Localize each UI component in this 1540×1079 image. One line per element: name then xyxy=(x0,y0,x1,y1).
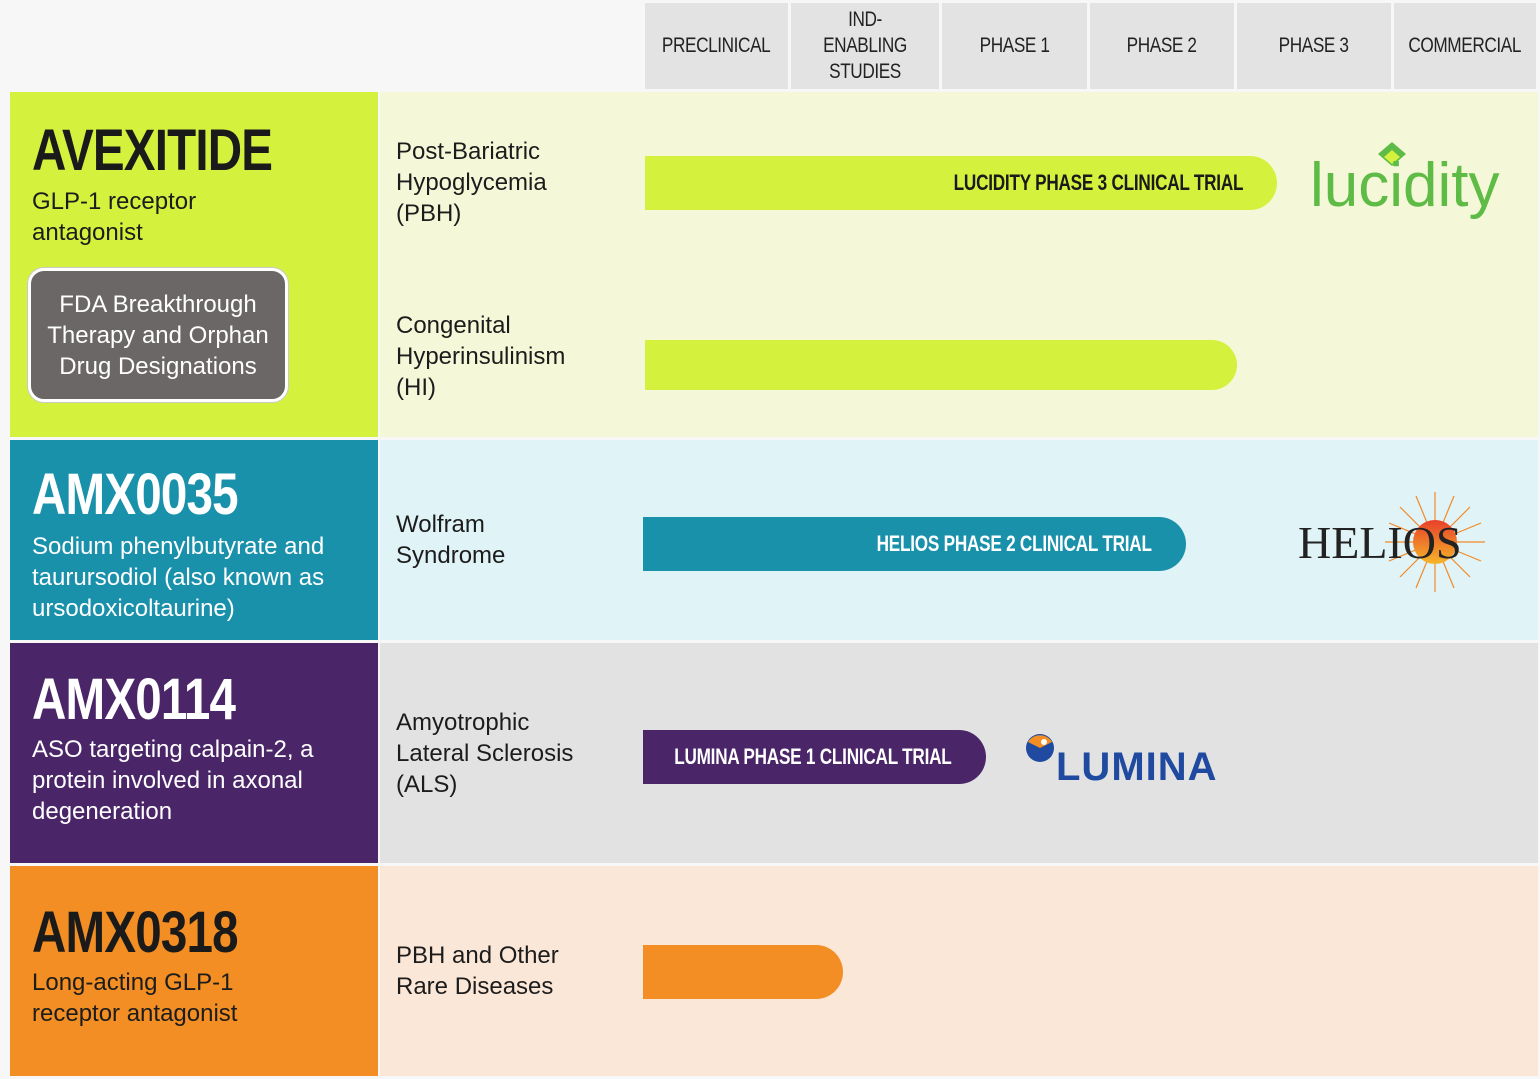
indication-label: Post-Bariatric Hypoglycemia (PBH) xyxy=(396,138,547,227)
drug-description: GLP-1 receptor antagonist xyxy=(32,188,197,246)
trial-bar-lucidity: LUCIDITY PHASE 3 CLINICAL TRIAL xyxy=(645,156,1277,210)
program-row-avexitide: AVEXITIDE GLP-1 receptor antagonist FDA … xyxy=(10,92,1538,437)
trial-bar-hi xyxy=(645,340,1237,390)
svg-text:HELIOS: HELIOS xyxy=(1298,517,1462,568)
drug-name: AMX0035 xyxy=(32,462,239,527)
program-row-amx0318: AMX0318 Long-acting GLP-1 receptor antag… xyxy=(10,866,1538,1076)
lumina-mark-icon: LUMINA xyxy=(1026,734,1218,789)
drug-name: AMX0318 xyxy=(32,900,239,965)
phase-header-ind-enabling: IND-ENABLING STUDIES xyxy=(791,3,939,89)
svg-text:LUMINA: LUMINA xyxy=(1056,745,1218,788)
trial-bar-amx0318 xyxy=(643,945,843,999)
lumina-logo: LUMINA xyxy=(1024,728,1254,793)
phase-header-phase-1: PHASE 1 xyxy=(942,3,1087,89)
trial-bar-lumina: LUMINA PHASE 1 CLINICAL TRIAL xyxy=(643,730,986,784)
drug-panel-amx0318: AMX0318 Long-acting GLP-1 receptor antag… xyxy=(10,866,378,1076)
indication-label: PBH and Other Rare Diseases xyxy=(396,942,559,1000)
trial-bar-label: LUCIDITY PHASE 3 CLINICAL TRIAL xyxy=(953,170,1243,195)
helios-logo: HELIOS xyxy=(1298,490,1498,599)
lucidity-mark-icon: lucidity xyxy=(1310,142,1500,220)
track-panel-amx0318 xyxy=(380,866,1538,1076)
phase-header-phase-3: PHASE 3 xyxy=(1237,3,1391,89)
drug-name: AVEXITIDE xyxy=(32,118,273,183)
lucidity-logo: lucidity xyxy=(1310,140,1510,235)
phase-header-commercial: COMMERCIAL xyxy=(1394,3,1536,89)
drug-panel-amx0035: AMX0035 Sodium phenylbutyrate and taurur… xyxy=(10,440,378,640)
program-row-amx0035: AMX0035 Sodium phenylbutyrate and taurur… xyxy=(10,440,1538,640)
designation-badge: FDA Breakthrough Therapy and Orphan Drug… xyxy=(28,268,288,402)
svg-text:lucidity: lucidity xyxy=(1310,151,1500,220)
trial-bar-label: LUMINA PHASE 1 CLINICAL TRIAL xyxy=(674,744,953,769)
indication-label: Congenital Hyperinsulinism (HI) xyxy=(396,312,566,401)
trial-bar-label: HELIOS PHASE 2 CLINICAL TRIAL xyxy=(876,531,1152,556)
drug-description: Long-acting GLP-1 receptor antagonist xyxy=(32,969,238,1027)
drug-panel-avexitide: AVEXITIDE GLP-1 receptor antagonist FDA … xyxy=(10,92,378,437)
drug-panel-amx0114: AMX0114 ASO targeting calpain-2, a prote… xyxy=(10,643,378,863)
indication-label: Amyotrophic Lateral Sclerosis (ALS) xyxy=(396,709,574,798)
trial-bar-helios: HELIOS PHASE 2 CLINICAL TRIAL xyxy=(643,517,1186,571)
drug-name: AMX0114 xyxy=(32,667,236,732)
designation-badge-text: FDA Breakthrough Therapy and Orphan Drug… xyxy=(47,290,269,380)
phase-header-phase-2: PHASE 2 xyxy=(1090,3,1234,89)
indication-label: Wolfram Syndrome xyxy=(396,511,506,569)
phase-header-preclinical: PRECLINICAL xyxy=(645,3,788,89)
drug-description: Sodium phenylbutyrate and taurursodiol (… xyxy=(32,533,325,622)
drug-description: ASO targeting calpain-2, a protein invol… xyxy=(32,736,314,825)
helios-sun-icon: HELIOS xyxy=(1298,492,1485,592)
